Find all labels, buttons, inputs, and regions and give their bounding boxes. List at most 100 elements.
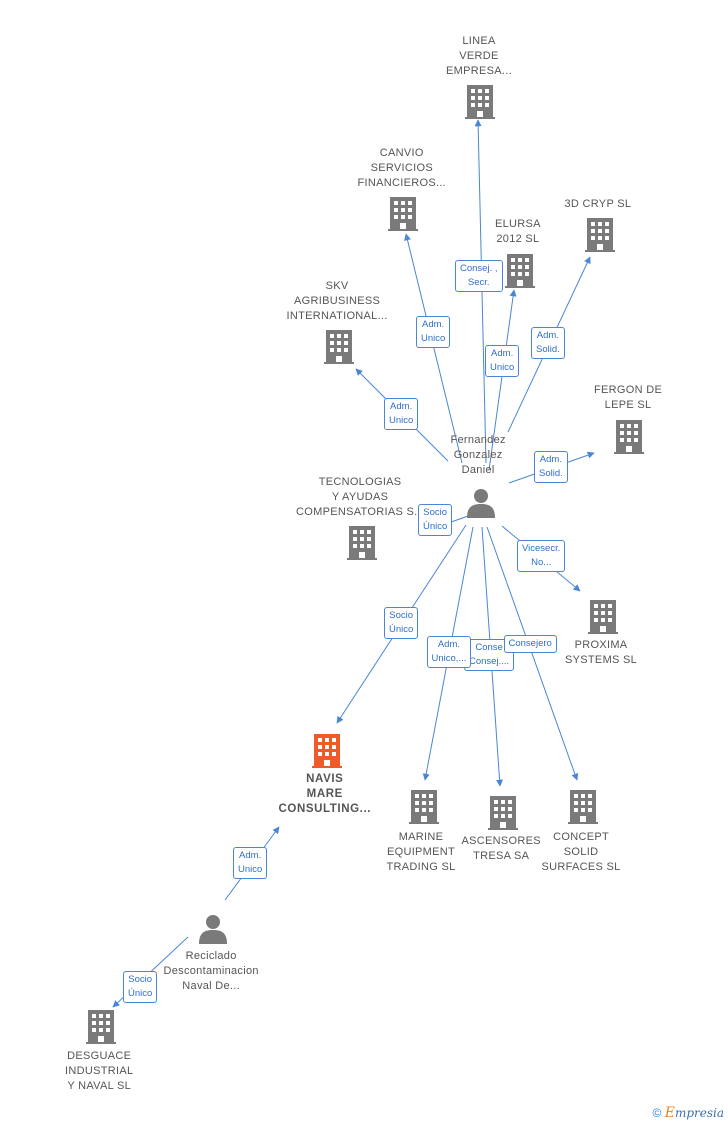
node-label-line: TECNOLOGIAS [318,475,402,488]
person-icon-fernandez[interactable] [467,489,495,518]
empresia-logo: © Empresia [653,1105,724,1121]
edge-label-line: Solid. [536,344,560,355]
building-icon-navis[interactable] [312,734,342,768]
node-label-line: SYSTEMS SL [565,654,638,666]
node-label-line: MARE [306,787,343,800]
node-label-line: Y NAVAL SL [67,1079,132,1092]
building-icon-proxima[interactable] [588,600,618,634]
building-icon-canvio[interactable] [388,197,418,231]
edge-label-line: Solid. [539,468,563,479]
edge-label-line: Unico,... [431,653,467,664]
edge-label-fernandez-skv[interactable]: Adm. Unico [384,398,419,430]
node-label-line: SOLID [563,845,599,858]
building-icon-elursa[interactable] [505,254,535,288]
edge-label-line: Socio [423,507,448,518]
building-icon-tecnologias[interactable] [347,526,377,560]
node-label-desguace[interactable]: DESGUACE INDUSTRIAL Y NAVAL SL [65,1049,133,1094]
edge-label-line: Único [128,988,153,999]
edge-fernandez-concept [486,526,579,781]
copyright-symbol: © [652,1106,662,1120]
node-label-line: Descontaminacion [163,964,259,977]
building-icon-fergon[interactable] [614,420,644,454]
building-icon-linea[interactable] [465,85,495,119]
building-icon-ascensores[interactable] [488,796,518,830]
node-label-line: SURFACES SL [541,860,621,873]
node-label-line: ELURSA [495,218,541,230]
edge-fernandez-canvio [404,233,463,464]
node-label-line: CANVIO [379,146,424,159]
edge-label-reciclado-navis[interactable]: Adm. Unico [233,847,268,879]
node-label-line: TRESA SA [473,850,530,862]
brand-name: mpresia [674,1106,724,1120]
node-label-line: AGRIBUSINESS [294,294,381,307]
edge-label-line: Unico [389,415,414,426]
node-label-line: MARINE [398,830,444,843]
edge-label-fernandez-canvio[interactable]: Adm. Unico [416,316,451,348]
edge-label-line: Adm. [437,639,461,650]
node-label-line: Naval De... [182,979,240,992]
building-icon-desguace[interactable] [86,1010,116,1044]
building-icon-marine[interactable] [409,790,439,824]
node-label-line: INDUSTRIAL [65,1064,134,1077]
node-label-line: FINANCIEROS... [357,176,447,189]
node-label-concept[interactable]: CONCEPT SOLID SURFACES SL [542,830,621,875]
node-label-line: CONSULTING... [278,802,372,815]
edge-label-line: Adm. [491,348,514,359]
edge-label-line: Unico [490,362,515,373]
edge-label-fernandez-linea[interactable]: Consej. , Secr. [455,260,503,292]
edge-label-fernandez-fergon[interactable]: Adm.Solid. [534,451,568,483]
node-label-line: CONCEPT [553,830,609,843]
edge-label-fernandez-cryp[interactable]: Adm.Solid. [531,327,565,359]
edge-label-fernandez-concept[interactable]: Consejero [503,635,557,653]
edge-label-line: Secr. [467,277,490,288]
brand-initial: E [664,1105,675,1121]
edge-fernandez-elursa [488,289,517,471]
node-label-line: COMPENSATORIAS S... [296,505,425,518]
node-label-line: Y AYUDAS [331,490,389,503]
edge-label-line: Adm. [239,850,262,861]
node-label-line: SERVICIOS [370,161,433,174]
edge-label-line: No... [531,557,552,568]
building-icon-cryp[interactable] [585,218,615,252]
edge-label-line: Único [423,521,448,532]
node-label-navis[interactable]: NAVIS MARE CONSULTING... [279,772,372,817]
building-icon-skv[interactable] [324,330,354,364]
node-label-line: Daniel [461,463,495,476]
edge-label-line: Adm. [422,319,445,330]
node-label-tecnologias[interactable]: TECNOLOGIAS Y AYUDAS COMPENSATORIAS S... [296,475,424,520]
node-label-line: DESGUACE [67,1049,132,1062]
edge-label-line: Socio [389,610,414,621]
node-label-line: EQUIPMENT [386,845,456,858]
building-icon-concept[interactable] [568,790,598,824]
edge-label-line: Unico [421,333,446,344]
node-label-cryp[interactable]: 3D CRYP SL [565,197,632,212]
node-label-line: 3D CRYP SL [564,197,632,210]
node-label-canvio[interactable]: CANVIO SERVICIOS FINANCIEROS... [358,146,447,191]
node-label-marine[interactable]: MARINE EQUIPMENT TRADING SL [387,830,456,875]
node-label-line: NAVIS [306,772,344,785]
node-label-line: LINEA [462,34,496,47]
edge-label-line: Adm. [390,401,413,412]
edge-label-fernandez-marine[interactable]: Adm. Unico,... [426,636,472,668]
node-label-line: TRADING SL [386,860,456,873]
node-label-line: EMPRESA... [446,64,512,77]
person-icon-reciclado[interactable] [199,915,227,944]
edge-label-line: Unico [238,864,263,875]
edge-label-line: Vicesecr. [522,543,561,554]
edge-label-fernandez-proxima[interactable]: Vicesecr. No... [517,540,566,572]
edge-label-line: Consej. , [460,263,498,274]
edge-label-line: Único [389,624,414,635]
edge-label-line: Consej.... [469,656,510,667]
edge-label-fernandez-elursa[interactable]: Adm. Unico [485,345,520,377]
